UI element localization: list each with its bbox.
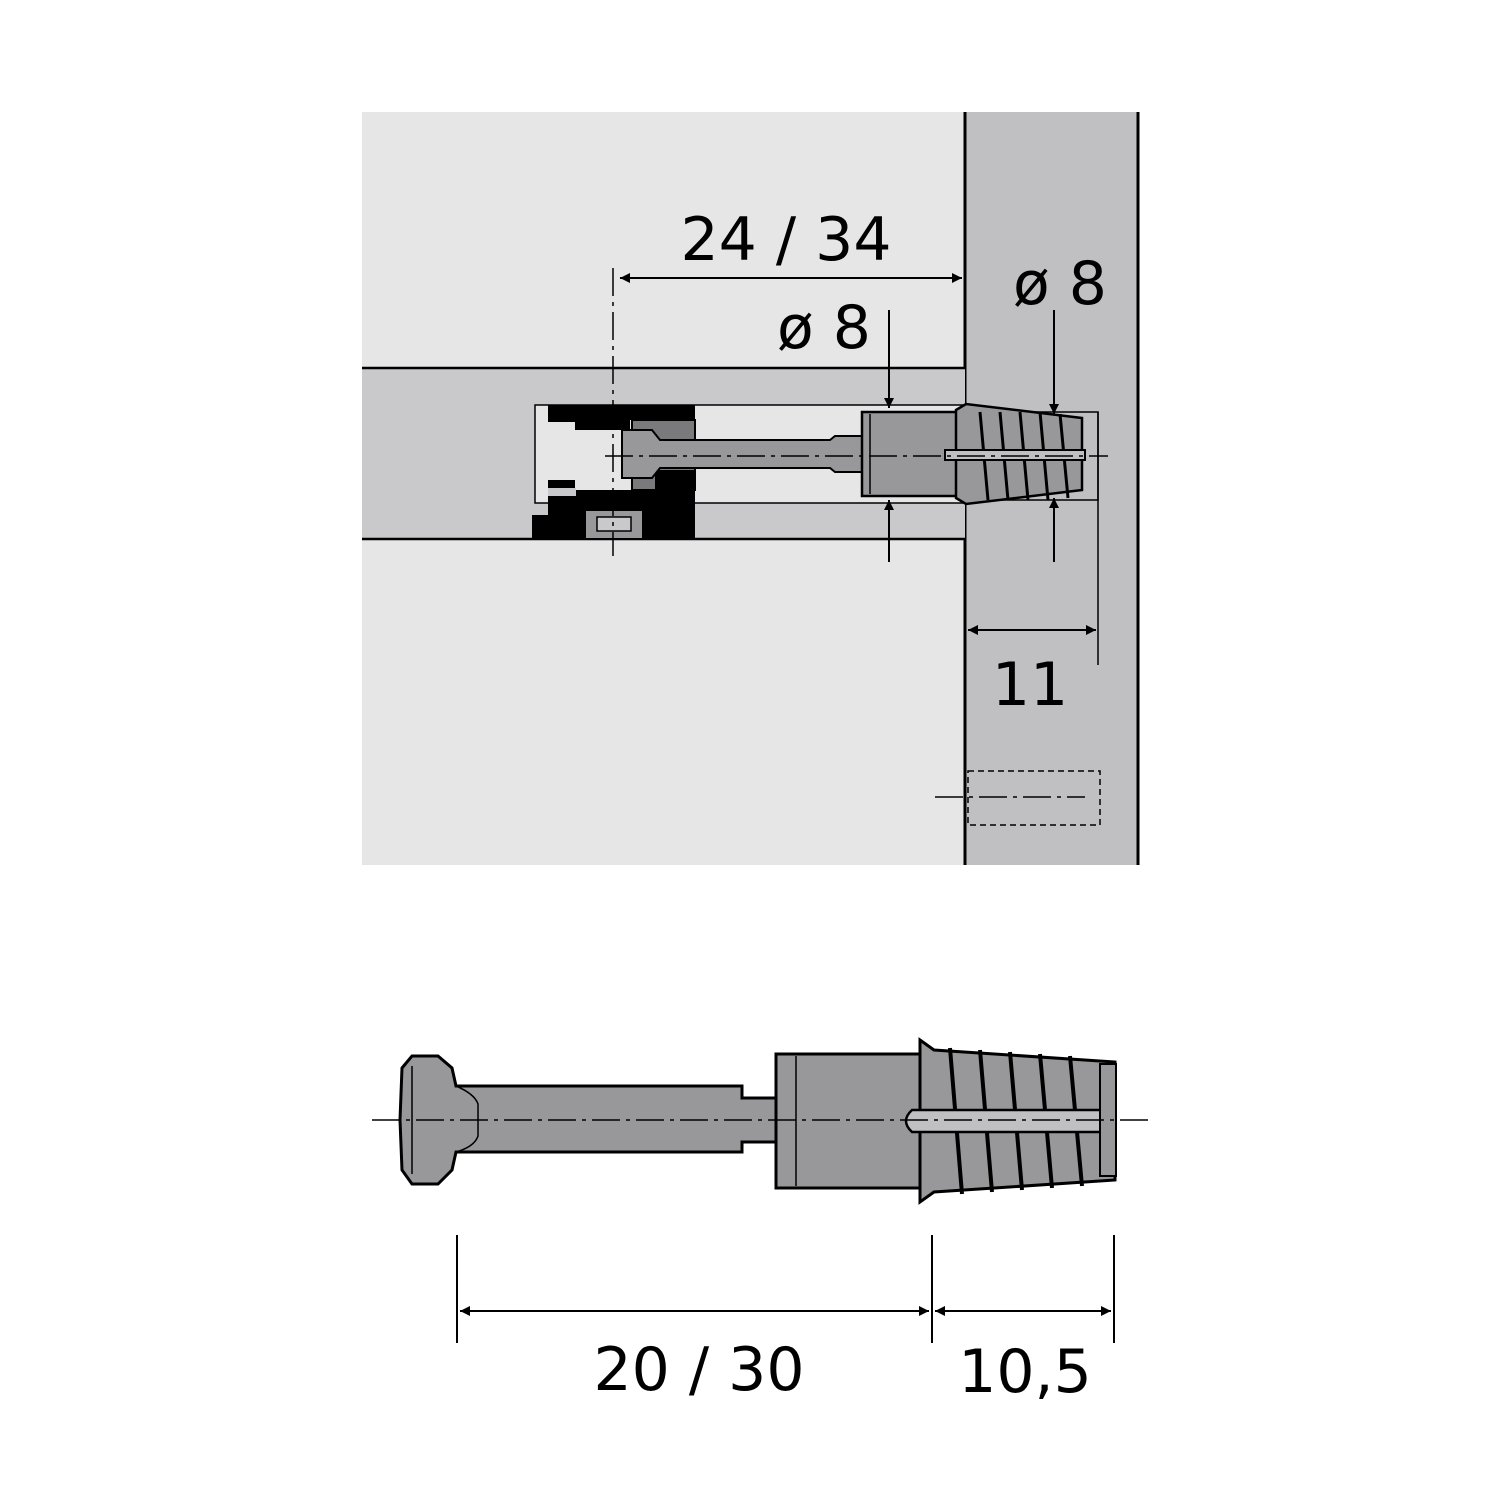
assembly-view: 24 / 34 ø 8 ø 8 11 — [362, 112, 1140, 865]
dim-thread-label: 10,5 — [958, 1337, 1092, 1407]
part-view: 20 / 30 10,5 — [372, 1037, 1150, 1407]
dim-dia-dowel-label: ø 8 — [1013, 249, 1107, 319]
dim-length-label: 20 / 30 — [593, 1335, 804, 1405]
connecting-bolt — [398, 1037, 1117, 1205]
dim-depth-label: 24 / 34 — [680, 205, 891, 275]
dim-dia-bolt-label: ø 8 — [777, 293, 871, 363]
dim-setback-label: 11 — [992, 650, 1068, 720]
bolt-in-assembly — [621, 410, 960, 498]
dowel-sleeve — [944, 402, 1086, 506]
